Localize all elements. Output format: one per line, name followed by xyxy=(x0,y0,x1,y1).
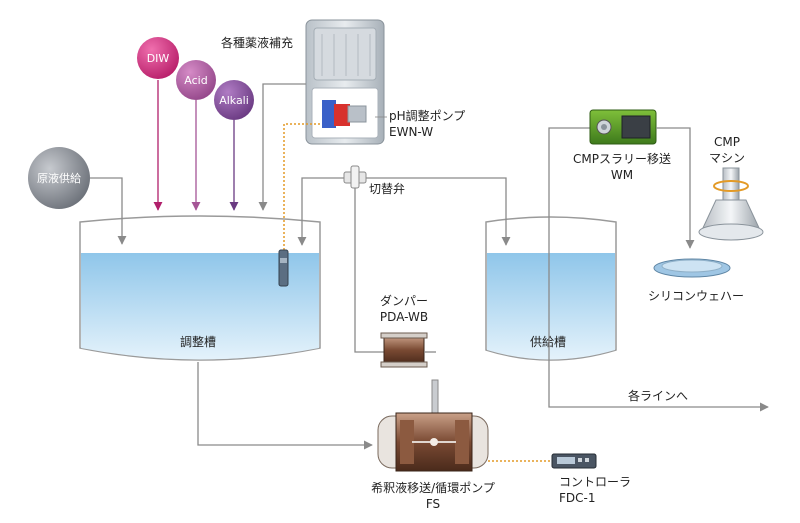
fs-pump xyxy=(377,379,489,472)
input-diw-label: DIW xyxy=(147,52,170,65)
slurry-transfer-model: WM xyxy=(611,168,633,182)
cmp-label-line1: CMP xyxy=(714,135,740,149)
slurry-transfer-label: CMPスラリー移送 xyxy=(573,151,671,166)
input-diw: DIW xyxy=(137,37,179,211)
raw-supply-node: 原液供給 xyxy=(28,147,90,209)
adjust-tank: 調整槽 xyxy=(79,215,321,361)
return-pipe-adjust xyxy=(297,177,355,246)
to-lines-pipe xyxy=(548,296,769,412)
slurry-to-cmp-pipe xyxy=(656,127,695,249)
fs-pump-label: 希釈液移送/循環ポンプ xyxy=(371,480,495,495)
controller-model: FDC-1 xyxy=(559,491,596,505)
ph-signal-line xyxy=(283,123,320,258)
fs-pump-model: FS xyxy=(426,497,440,511)
to-lines-label: 各ラインへ xyxy=(628,388,688,403)
raw-supply-label: 原液供給 xyxy=(37,171,81,185)
cmp-machine xyxy=(698,167,764,241)
switch-valve-label: 切替弁 xyxy=(369,181,405,196)
chem-refill-cabinet: 各種薬液補充 xyxy=(221,19,385,145)
wafer-label: シリコンウェハー xyxy=(648,289,744,303)
damper-model: PDA-WB xyxy=(380,310,428,324)
ph-pump-model: EWN-W xyxy=(389,125,433,139)
raw-supply-pipe xyxy=(90,177,127,245)
refill-pipe xyxy=(258,83,306,211)
adjust-tank-label: 調整槽 xyxy=(180,334,216,349)
cmp-label-line2: マシン xyxy=(709,151,745,165)
input-alkali: Alkali xyxy=(214,80,254,211)
damper xyxy=(380,332,428,368)
switch-valve xyxy=(343,165,367,189)
return-pipe-supply xyxy=(355,177,511,246)
damper-label: ダンパー xyxy=(380,293,428,308)
slurry-pump-wm xyxy=(589,109,657,145)
controller-label: コントローラ xyxy=(559,475,631,489)
input-alkali-label: Alkali xyxy=(219,94,249,107)
valve-to-damper-pipe xyxy=(354,188,386,353)
silicon-wafer xyxy=(653,258,731,278)
adjust-outlet-pipe xyxy=(197,362,373,450)
input-acid: Acid xyxy=(176,60,216,211)
ph-probe xyxy=(278,249,289,287)
supply-tank-label: 供給槽 xyxy=(530,335,566,349)
slurry-suction-pipe xyxy=(548,127,590,296)
chem-refill-label: 各種薬液補充 xyxy=(221,35,293,50)
ph-pump-label: pH調整ポンプ xyxy=(389,108,465,123)
controller xyxy=(551,453,597,469)
input-acid-label: Acid xyxy=(184,74,207,87)
supply-tank: 供給槽 xyxy=(485,216,617,361)
